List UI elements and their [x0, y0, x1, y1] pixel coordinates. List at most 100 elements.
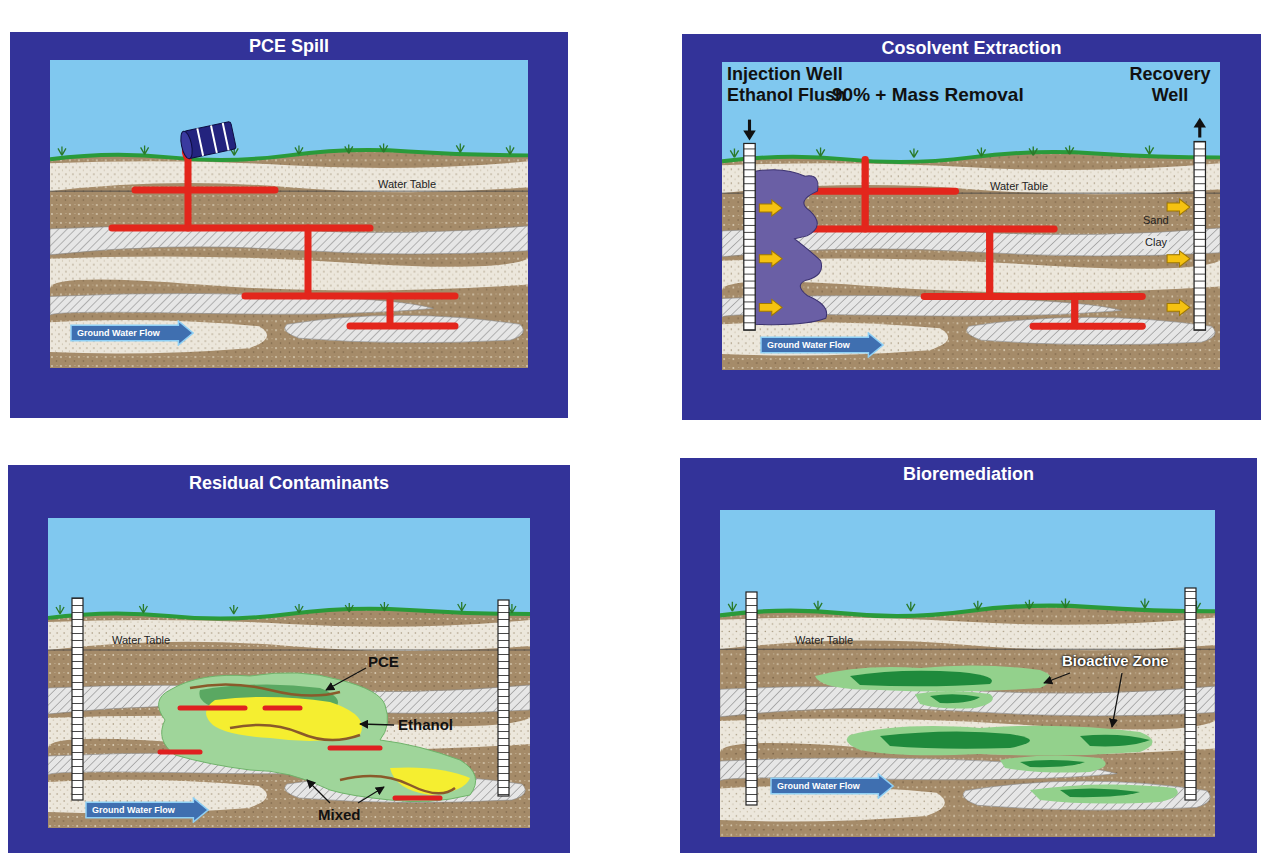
- art-rect: [680, 458, 1257, 853]
- panel-frames: [8, 32, 1261, 853]
- art-path: [1080, 735, 1150, 747]
- art-path: [395, 796, 440, 801]
- spill-scene: [50, 60, 528, 368]
- art-g: [179, 121, 237, 159]
- art-line: [1044, 673, 1070, 683]
- art-use: [50, 60, 528, 368]
- flow-arrow: Ground Water Flow: [85, 797, 209, 823]
- art-use: [786, 159, 1142, 326]
- art-g: [743, 118, 1206, 331]
- art-path: [180, 706, 245, 711]
- label: Clay: [1143, 236, 1169, 249]
- flow-arrow: Ground Water Flow: [760, 332, 884, 358]
- art-g: [190, 684, 455, 793]
- arrow-shape: [71, 321, 193, 345]
- residual-scene: [48, 518, 530, 828]
- art-use: [759, 251, 782, 267]
- panel-title: Residual Contaminants: [8, 473, 570, 494]
- art-path: [930, 694, 980, 703]
- label: 90% + Mass Removal: [832, 84, 1024, 106]
- art-use: [722, 62, 1220, 370]
- arrow-shape: [86, 798, 208, 822]
- panel-title: Bioremediation: [680, 464, 1257, 485]
- arrow-shape: [761, 333, 883, 357]
- label: PCE: [368, 653, 399, 670]
- art-path: [755, 170, 826, 325]
- art-path: [850, 671, 992, 687]
- art-path: [815, 665, 1051, 691]
- art-use: [1167, 299, 1190, 315]
- art-path: [159, 673, 476, 802]
- art-rect: [744, 143, 755, 330]
- art-g: [112, 121, 455, 326]
- art-line: [748, 120, 751, 132]
- panel: PCE SpillGround Water Flow: [10, 32, 568, 418]
- art-polygon: [743, 131, 755, 141]
- art-line: [223, 123, 229, 150]
- art-path: [265, 706, 300, 711]
- flow-arrow: Ground Water Flow: [770, 773, 894, 799]
- art-path: [340, 776, 455, 793]
- art-use: [112, 158, 455, 326]
- art-path: [1030, 784, 1178, 803]
- art-use: [1167, 199, 1190, 215]
- panel-title: PCE Spill: [10, 36, 568, 57]
- art-rect: [682, 34, 1261, 420]
- art-path: [847, 726, 1153, 756]
- art-path: [1000, 755, 1106, 772]
- art-use: [759, 299, 782, 315]
- art-line: [211, 125, 217, 152]
- art-use: [759, 200, 782, 216]
- label: Mixed: [318, 806, 361, 823]
- art-rect: [498, 600, 509, 796]
- flow-label: Ground Water Flow: [70, 329, 160, 338]
- art-path: [880, 731, 1030, 748]
- label: Water Table: [990, 180, 1048, 193]
- art-path: [330, 746, 380, 751]
- flow-arrow: Ground Water Flow: [70, 320, 194, 346]
- flow-label: Ground Water Flow: [760, 341, 850, 350]
- art-g: [307, 668, 394, 803]
- flow-label: Ground Water Flow: [85, 806, 175, 815]
- arrow-shape: [771, 774, 893, 798]
- art-path: [1060, 788, 1140, 797]
- art-g: [1044, 673, 1122, 727]
- art-rect: [1185, 588, 1196, 800]
- art-path: [230, 725, 360, 740]
- panel-title: Cosolvent Extraction: [682, 38, 1261, 59]
- art-path: [160, 750, 200, 755]
- art-line: [360, 724, 394, 725]
- art-use: [48, 518, 530, 828]
- art-line: [197, 128, 203, 155]
- art-use: [1167, 251, 1190, 267]
- label: Sand: [1143, 214, 1169, 227]
- art-line: [1112, 673, 1122, 727]
- label: Ethanol: [398, 716, 453, 733]
- label: Water Table: [378, 178, 436, 191]
- label: Water Table: [112, 634, 170, 647]
- art-line: [358, 787, 384, 803]
- art-line: [326, 668, 366, 690]
- art-path: [1020, 760, 1085, 767]
- art-path: [915, 691, 993, 709]
- bio-scene: [720, 510, 1215, 837]
- art-rect: [1194, 141, 1205, 330]
- label: Recovery Well: [1120, 64, 1220, 105]
- extraction-scene: [722, 62, 1220, 370]
- flow-label: Ground Water Flow: [770, 782, 860, 791]
- label: Bioactive Zone: [1062, 652, 1169, 669]
- art-polygon: [1194, 118, 1206, 128]
- art-rect: [746, 592, 757, 805]
- art-use: [720, 510, 1215, 837]
- art-rect: [8, 465, 570, 853]
- art-path: [206, 697, 362, 741]
- art-rect: [10, 32, 568, 418]
- art-line: [307, 780, 330, 803]
- art-rect: [72, 598, 83, 800]
- art-g: [850, 671, 1150, 797]
- art-path: [190, 684, 340, 695]
- label: Water Table: [795, 634, 853, 647]
- panel: Residual ContaminantsGround Water Flow: [8, 465, 570, 853]
